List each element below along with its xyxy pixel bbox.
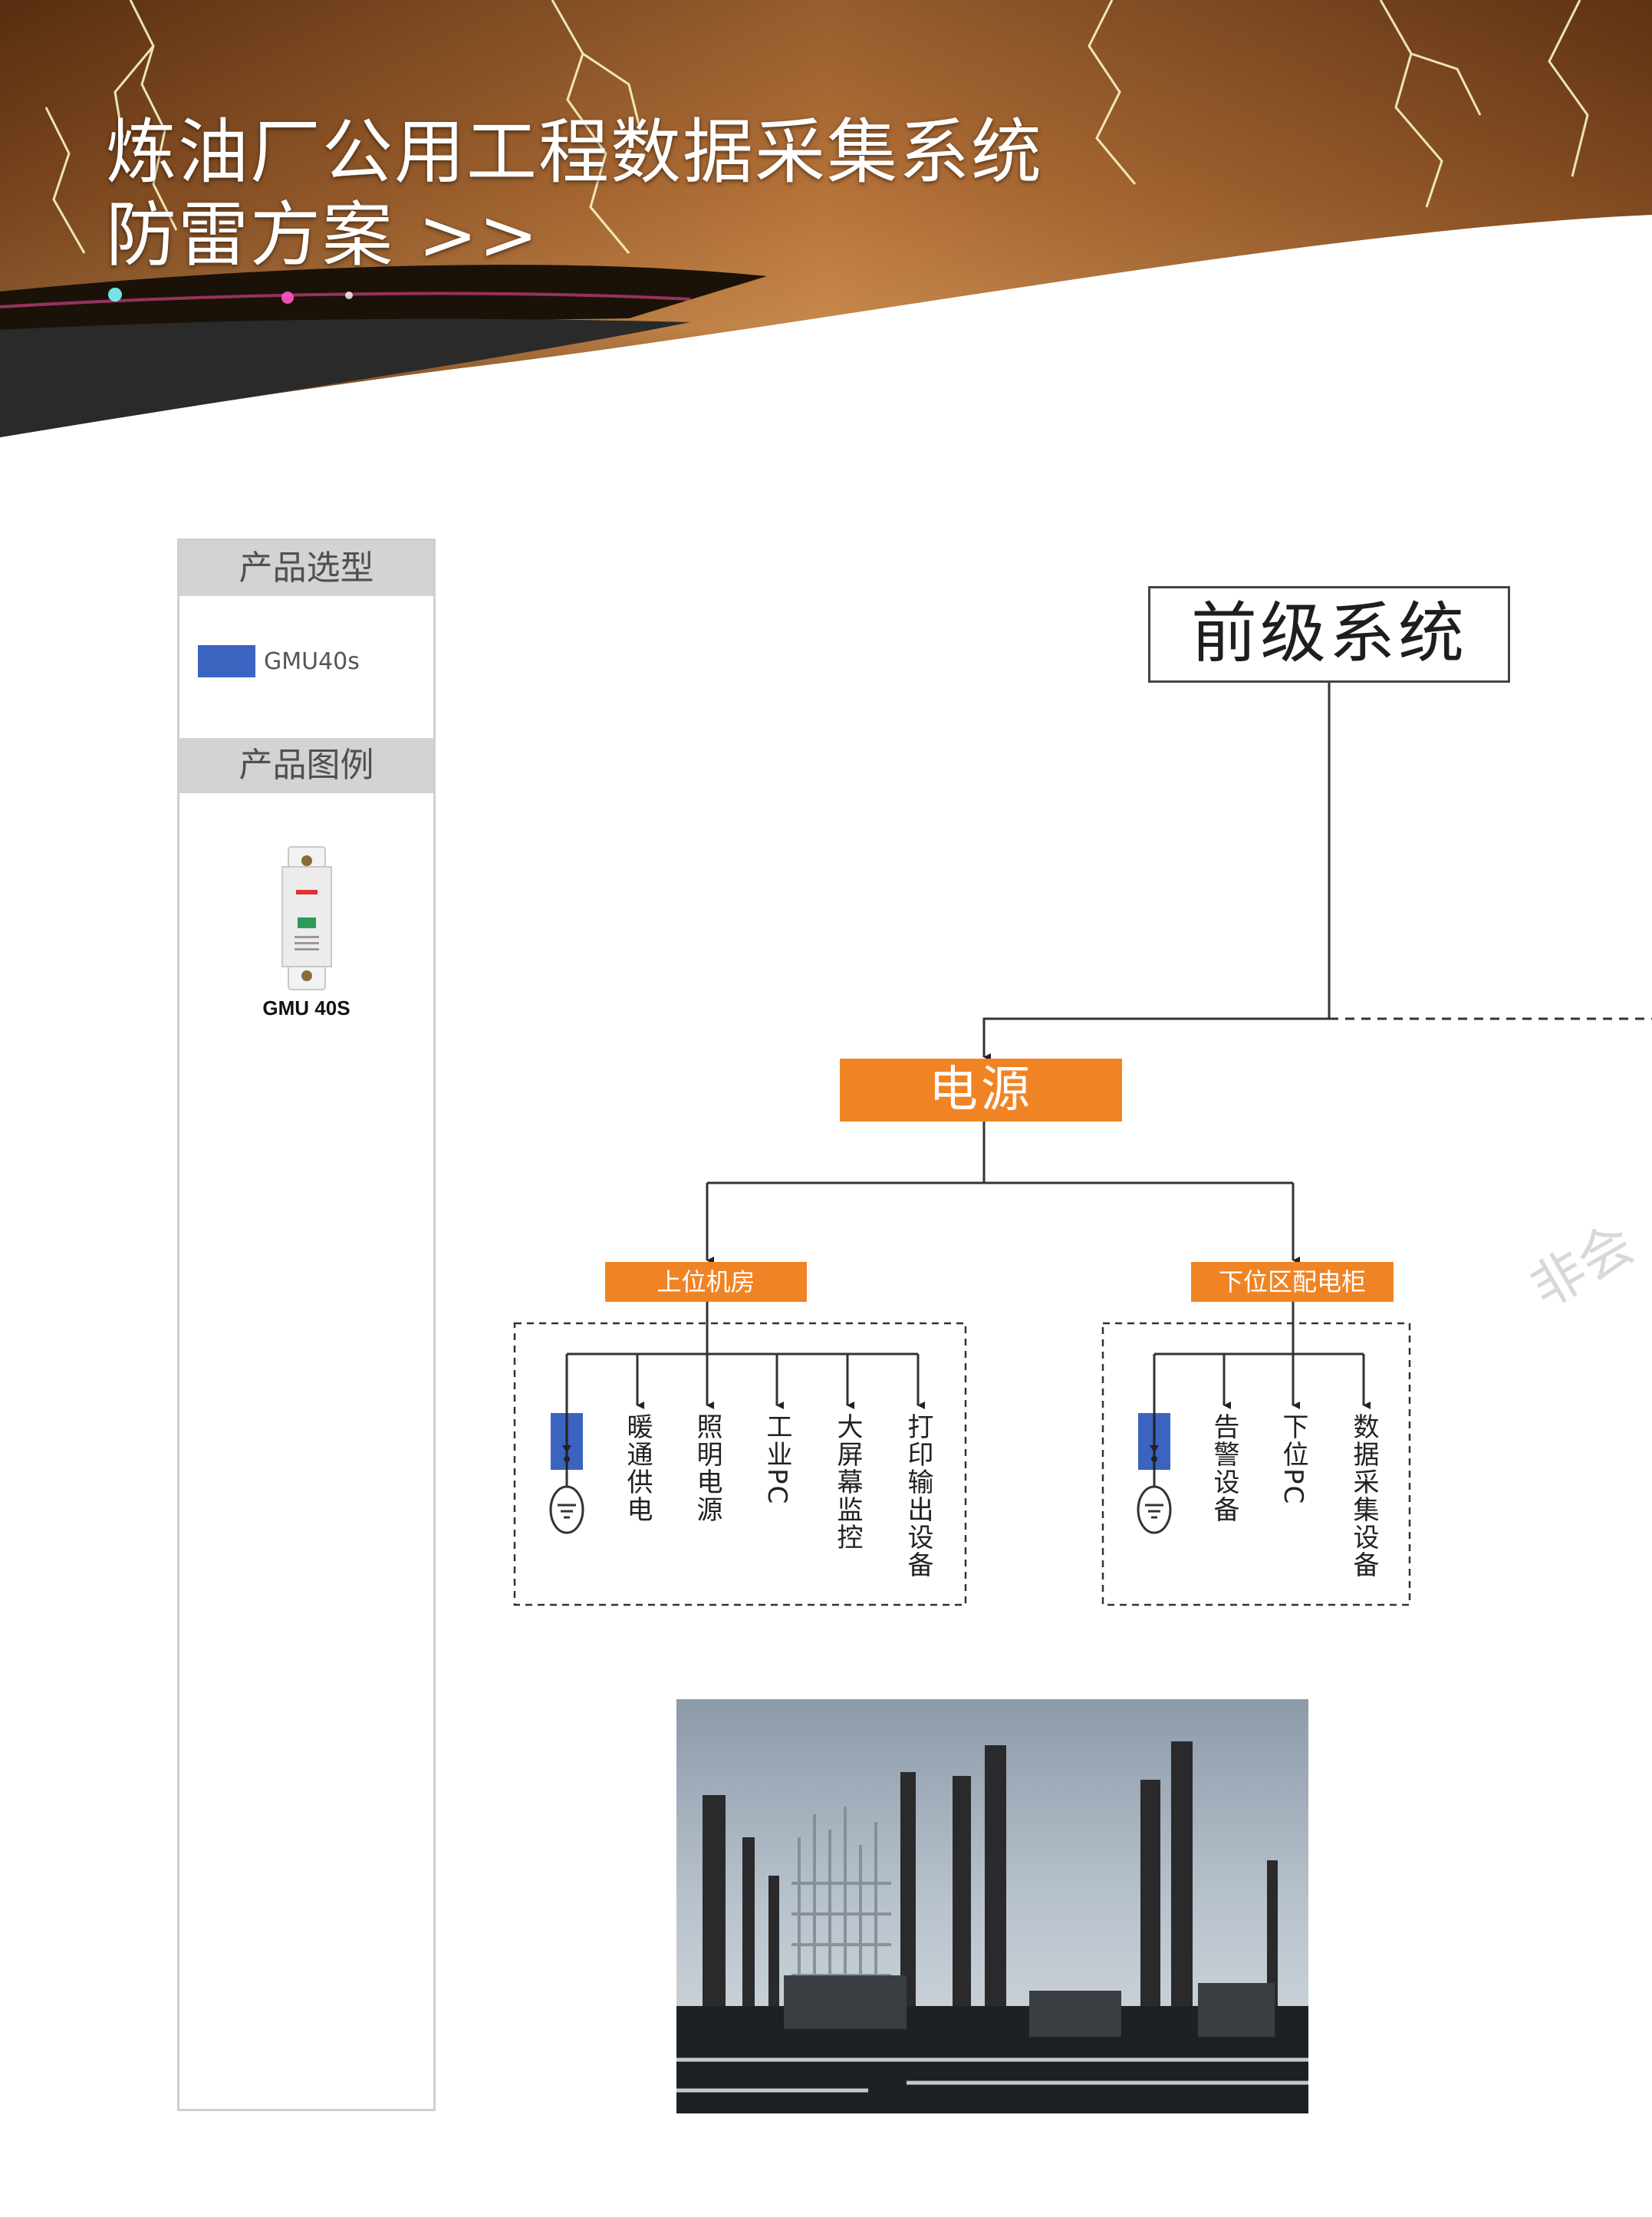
right-protector-icon — [1137, 1413, 1172, 1534]
load-label-hvac: 暖通供电 — [622, 1413, 653, 1524]
load-label-screen-monitor: 大屏幕监控 — [832, 1413, 863, 1551]
upper-machine-room-box: 上位机房 — [605, 1262, 807, 1302]
load-label-alarm: 告警设备 — [1209, 1413, 1239, 1524]
page-subtitle: 防雷方案 >> — [106, 194, 540, 276]
load-label-industrial-pc: 工业PC — [762, 1413, 792, 1506]
load-label-printer: 打印输出设备 — [903, 1413, 933, 1579]
watermark: 非会 — [1519, 1211, 1644, 1320]
gmu-40s-product-label: GMU 40S — [262, 996, 350, 1020]
lower-distribution-cabinet-box: 下位区配电柜 — [1191, 1262, 1394, 1302]
power-source-box: 电源 — [840, 1059, 1122, 1122]
refinery-photo — [676, 1699, 1308, 2113]
product-legend-heading: 产品图例 — [179, 738, 433, 793]
header-banner — [0, 0, 1652, 437]
product-selection-heading: 产品选型 — [179, 541, 433, 596]
surge-protector-icon — [281, 846, 332, 990]
load-label-data-acquisition: 数据采集设备 — [1348, 1413, 1379, 1579]
left-protector-icon — [549, 1413, 584, 1534]
load-label-lower-pc: 下位PC — [1278, 1413, 1308, 1506]
load-label-lighting: 照明电源 — [692, 1413, 722, 1524]
product-sidebar: 产品选型 GMU40s 产品图例 GMU 40S — [177, 539, 436, 2111]
gmu40s-color-swatch — [198, 645, 255, 677]
upstream-system-box: 前级系统 — [1148, 586, 1510, 683]
gmu40s-label: GMU40s — [264, 648, 360, 675]
page-title: 炼油厂公用工程数据采集系统 — [106, 111, 1044, 193]
